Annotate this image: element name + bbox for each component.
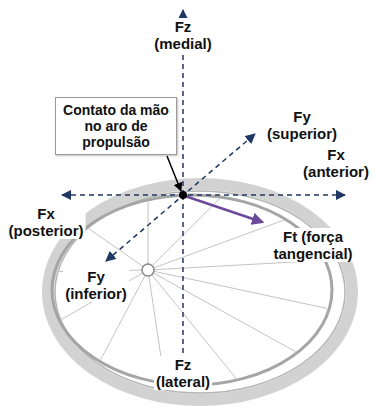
tire-edge [55, 191, 345, 393]
callout-box: Contato da mão no aro de propulsão [55, 97, 177, 155]
contact-point [179, 191, 187, 199]
fx-axis [62, 194, 345, 196]
force-axis-label: Fx (posterior) [7, 205, 86, 239]
force-axis-label: Fy (inferior) [63, 268, 129, 302]
hub [142, 264, 154, 276]
force-axis-label: Fx (anterior) [301, 146, 371, 180]
spoke [148, 220, 283, 270]
spokes [57, 199, 327, 381]
spoke [89, 228, 148, 270]
callout-text: Contato da mão no aro de propulsão [61, 102, 171, 150]
spoke [148, 202, 149, 270]
leader-arrow [167, 156, 181, 191]
force-axis-label: Fz (lateral) [154, 356, 212, 390]
force-axis-label: Fz (medial) [152, 18, 214, 52]
force-axis-label: Fy (superior) [265, 108, 339, 142]
spoke [148, 270, 295, 352]
force-label: Ft (força tangencial) [271, 228, 354, 262]
tangential-force-arrow [185, 196, 262, 222]
fz-axis [182, 195, 184, 356]
tire [48, 184, 352, 400]
